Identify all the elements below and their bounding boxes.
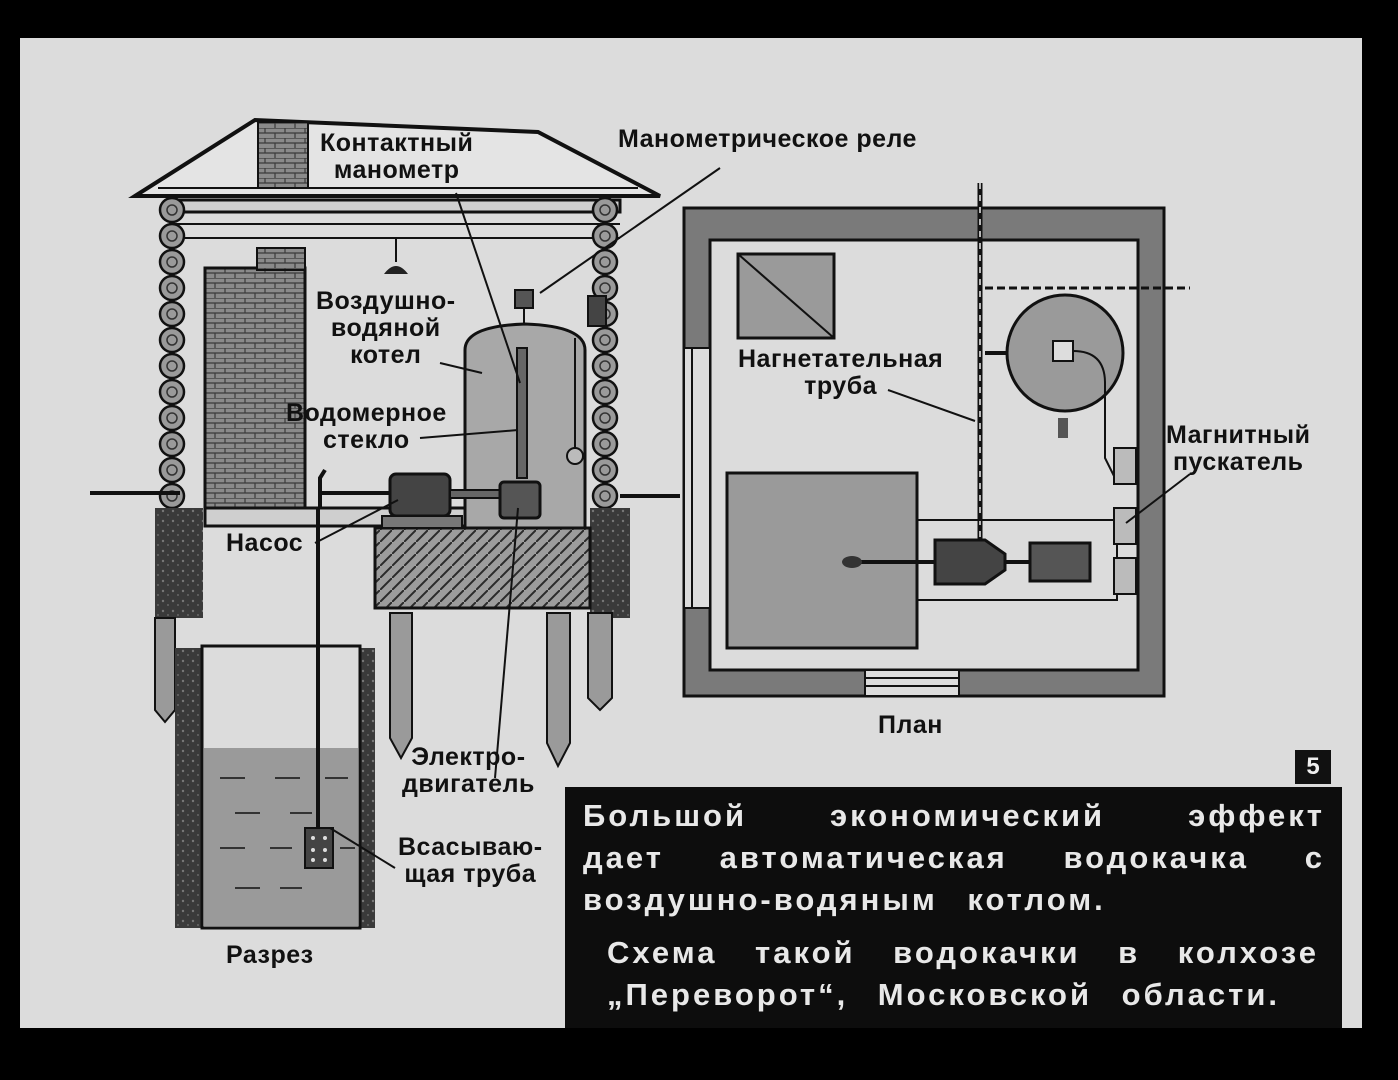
section-leader-lines [314, 167, 721, 869]
log-end [591, 352, 619, 380]
log-end [158, 404, 186, 432]
well-water [204, 748, 358, 926]
log-end [591, 222, 619, 250]
log-end [591, 430, 619, 458]
plan-magnetic-starter [1113, 507, 1137, 545]
label-suction-pipe: Всасываю- щая труба [398, 833, 543, 888]
water-gauge-glass-tube [516, 347, 528, 479]
slide: Контактный манометр Манометрическое реле… [20, 38, 1362, 1028]
valve-icon [566, 447, 584, 465]
log-end [158, 222, 186, 250]
lamp-icon [384, 266, 408, 274]
label-discharge-pipe: Нагнетательная труба [738, 345, 944, 400]
log-end [158, 326, 186, 354]
plan-motor [1028, 541, 1092, 583]
log-end [158, 378, 186, 406]
log-end [591, 482, 619, 510]
electric-motor-body [498, 480, 542, 520]
log-end [591, 404, 619, 432]
plan-leader-lines [887, 389, 1191, 524]
log-end [591, 326, 619, 354]
log-end [158, 430, 186, 458]
log-end [158, 196, 186, 224]
label-electric-motor: Электро- двигатель [402, 743, 535, 798]
log-end [158, 248, 186, 276]
caption-panel: Большой экономический эффект дает автома… [565, 787, 1342, 1028]
label-air-water-boiler: Воздушно- водяной котел [316, 287, 456, 369]
label-water-gauge-glass: Водомерное стекло [286, 399, 447, 454]
log-end [158, 300, 186, 328]
pump-body [388, 472, 452, 518]
log-end [591, 456, 619, 484]
label-pressure-relay: Манометрическое реле [618, 125, 917, 153]
label-section: Разрез [226, 941, 314, 969]
label-pump: Насос [226, 529, 304, 557]
diagram-artwork [90, 117, 1191, 930]
log-end [158, 456, 186, 484]
log-end [158, 352, 186, 380]
caption-paragraph-1: Большой экономический эффект дает автома… [583, 798, 1325, 917]
log-end [591, 378, 619, 406]
label-magnetic-starter: Магнитный пускатель [1166, 421, 1311, 476]
strainer [304, 827, 334, 869]
caption-paragraph-2: Схема такой водокачки в колхозе „Перевор… [607, 935, 1319, 1012]
chimney-top [257, 121, 309, 189]
log-end [591, 248, 619, 276]
plan-pump [933, 538, 1007, 586]
log-end [158, 482, 186, 510]
log-end [591, 196, 619, 224]
plan-drawing [682, 183, 1191, 698]
label-plan: План [878, 711, 943, 739]
brick-stove [203, 266, 307, 520]
floor-slab [373, 526, 592, 610]
section-drawing [90, 117, 721, 930]
log-end [158, 274, 186, 302]
pressure-relay-box [514, 289, 534, 309]
slide-number: 5 [1295, 750, 1331, 784]
label-contact-manometer: Контактный манометр [320, 129, 474, 184]
